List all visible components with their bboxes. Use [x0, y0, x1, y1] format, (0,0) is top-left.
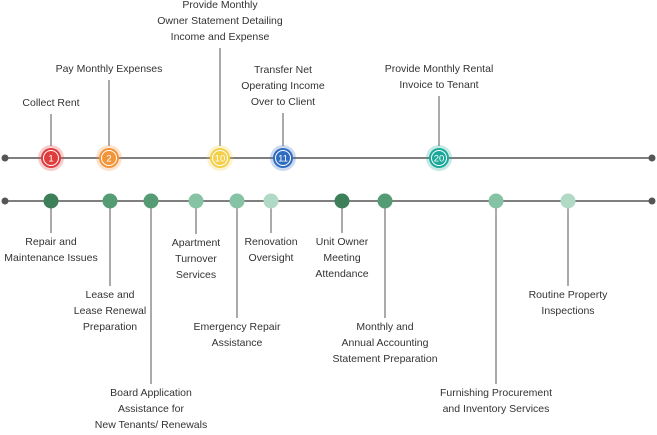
service-dot [229, 193, 245, 209]
service-label-board-application-line: Board Application [110, 387, 192, 399]
milestone-ring [212, 150, 228, 166]
service-label-renovation-oversight-line: Renovation [244, 236, 298, 248]
milestone-label-collect-rent-line: Collect Rent [22, 97, 80, 109]
milestone-number: 11 [278, 154, 288, 165]
top-timeline-end-dot [648, 154, 656, 162]
service-label-accounting-statement-line: Annual Accounting [341, 337, 429, 349]
service-label-accounting-statement-line: Statement Preparation [332, 353, 438, 365]
service-dot [334, 193, 350, 209]
service-label-board-application-line: Assistance for [118, 403, 184, 415]
bottom-timeline-start-dot [1, 197, 9, 205]
milestone-label-owner-statement-line: Provide Monthly [182, 0, 258, 11]
milestone-label-rental-invoice-line: Invoice to Tenant [399, 79, 479, 91]
milestone-label-collect-rent: Collect Rent [22, 95, 79, 111]
top-timeline-start-dot [1, 154, 9, 162]
milestone-ring [275, 150, 291, 166]
milestone-number: 10 [215, 154, 226, 165]
milestone-label-pay-monthly-expenses-line: Pay Monthly Expenses [55, 63, 163, 75]
service-label-emergency-repair-line: Emergency Repair [193, 321, 281, 333]
service-label-apartment-turnover-line: Services [175, 269, 217, 281]
service-label-unit-owner-meeting-line: Unit Owner [315, 236, 369, 248]
milestone-label-pay-monthly-expenses: Pay Monthly Expenses [56, 61, 163, 77]
milestone-number: 20 [434, 154, 445, 165]
milestone-ring [431, 150, 447, 166]
service-label-emergency-repair-line: Assistance [211, 337, 263, 349]
service-dot [263, 193, 279, 209]
milestone-ring [101, 150, 117, 166]
milestone-label-transfer-net-income-line: Transfer Net [254, 64, 312, 76]
milestone-label-transfer-net-income-line: Operating Income [241, 80, 325, 92]
service-label-furnishing-procurement: Furnishing Procurement and Inventory Serv… [440, 385, 552, 417]
milestone-label-owner-statement-line: Owner Statement Detailing [157, 15, 283, 27]
milestone-ring [43, 150, 59, 166]
service-label-renovation-oversight-line: Oversight [248, 252, 294, 264]
milestone-label-rental-invoice-line: Provide Monthly Rental [384, 63, 494, 75]
service-label-lease-renewal-line: Preparation [82, 321, 138, 333]
service-label-apartment-turnover-line: Apartment [171, 237, 221, 249]
service-dot [102, 193, 118, 209]
milestone-number: 2 [106, 154, 111, 165]
service-label-unit-owner-meeting-line: Attendance [315, 268, 369, 280]
service-dot [560, 193, 576, 209]
service-dot [488, 193, 504, 209]
service-label-accounting-statement-line: Monthly and [356, 321, 414, 333]
service-label-board-application-line: New Tenants/ Renewals [94, 419, 208, 431]
bottom-timeline-end-dot [648, 197, 656, 205]
milestone-label-owner-statement-line: Income and Expense [170, 31, 270, 43]
service-dot [377, 193, 393, 209]
service-label-routine-inspections-line: Inspections [541, 305, 595, 317]
service-dot [43, 193, 59, 209]
service-label-repair-maintenance-line: Repair and [25, 236, 77, 248]
service-dot [188, 193, 204, 209]
service-dot [143, 193, 159, 209]
milestone-number: 1 [48, 154, 53, 165]
service-label-furnishing-procurement-line: Furnishing Procurement [439, 387, 553, 399]
service-label-routine-inspections-line: Routine Property [528, 289, 608, 301]
service-label-apartment-turnover-line: Turnover [175, 253, 217, 265]
service-label-furnishing-procurement-line: and Inventory Services [442, 403, 550, 415]
service-label-lease-renewal-line: Lease and [85, 289, 135, 301]
service-label-repair-maintenance-line: Maintenance Issues [4, 252, 98, 264]
service-label-unit-owner-meeting-line: Meeting [323, 252, 361, 264]
service-label-lease-renewal-line: Lease Renewal [73, 305, 147, 317]
milestone-label-transfer-net-income-line: Over to Client [250, 96, 316, 108]
